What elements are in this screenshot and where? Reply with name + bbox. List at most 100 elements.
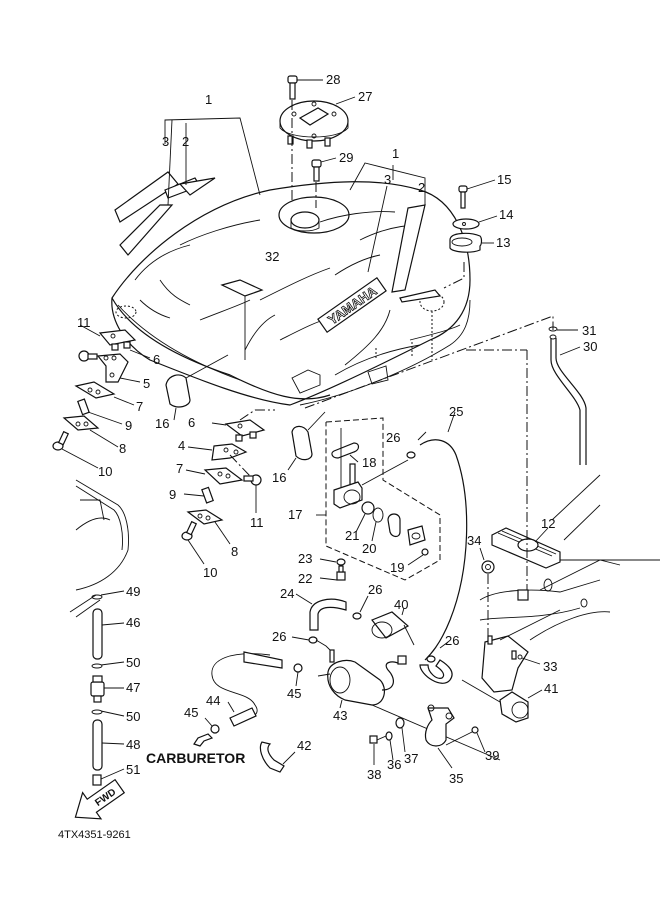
callout-21: 21 — [345, 528, 359, 543]
callout-38: 38 — [367, 767, 381, 782]
callout-10: 10 — [203, 565, 217, 580]
callout-2: 2 — [182, 134, 189, 149]
callout-6: 6 — [188, 415, 195, 430]
callout-8: 8 — [119, 441, 126, 456]
callout-31: 31 — [582, 323, 596, 338]
callout-22: 22 — [298, 571, 312, 586]
frame-left — [69, 479, 129, 618]
fuel-hose-44 — [193, 651, 283, 747]
fuel-filter-40 — [371, 607, 415, 646]
callout-50: 50 — [126, 709, 140, 724]
callout-46: 46 — [126, 615, 140, 630]
callout-27: 27 — [358, 89, 372, 104]
callout-15: 15 — [497, 172, 511, 187]
callout-16: 16 — [272, 470, 286, 485]
callout-10: 10 — [98, 464, 112, 479]
callout-26: 26 — [272, 629, 286, 644]
damper-16-right — [287, 411, 326, 471]
callout-17: 17 — [288, 507, 302, 522]
callout-39: 39 — [485, 748, 499, 763]
fuel-hose-24 — [295, 593, 347, 631]
bracket-stack-left — [52, 324, 151, 469]
callout-8: 8 — [231, 544, 238, 559]
callout-48: 48 — [126, 737, 140, 752]
callout-36: 36 — [387, 757, 401, 772]
callout-6: 6 — [153, 352, 160, 367]
frame-right — [479, 474, 660, 641]
callout-29: 29 — [339, 150, 353, 165]
callout-9: 9 — [169, 487, 176, 502]
callout-26: 26 — [386, 430, 400, 445]
vent-hose-30 — [304, 315, 587, 465]
callout-1: 1 — [392, 146, 399, 161]
bolt-38 — [369, 735, 378, 744]
callout-23: 23 — [298, 551, 312, 566]
hose-stack-left — [90, 590, 125, 786]
callout-20: 20 — [362, 541, 376, 556]
callout-41: 41 — [544, 681, 558, 696]
callout-3: 3 — [162, 134, 169, 149]
callout-labels: 1 2 3 1 3 2 28 27 29 15 14 13 32 31 30 1… — [58, 72, 597, 841]
fuel-hose-26-loop — [419, 641, 453, 684]
side-stripe-decals-right — [349, 162, 442, 303]
yamaha-decal: YAMAHA — [317, 276, 387, 334]
callout-26: 26 — [368, 582, 382, 597]
carburetor-arrow-icon — [193, 733, 214, 747]
callout-12: 12 — [541, 516, 555, 531]
callout-24: 24 — [280, 586, 294, 601]
cap-41 — [461, 679, 543, 723]
bracket-stack-center — [181, 409, 275, 565]
callout-37: 37 — [404, 751, 418, 766]
callout-44: 44 — [206, 693, 220, 708]
carburetor-label: CARBURETOR — [146, 750, 245, 766]
callout-40: 40 — [394, 597, 408, 612]
fuel-pump-43 — [315, 639, 501, 761]
callout-25: 25 — [449, 404, 463, 419]
side-stripe-decals-left — [114, 117, 261, 256]
callout-34: 34 — [467, 533, 481, 548]
fuel-cap-27 — [279, 96, 356, 149]
callout-47: 47 — [126, 680, 140, 695]
yamaha-decal-text: YAMAHA — [325, 283, 380, 328]
nut-37 — [395, 717, 405, 729]
clamp-26-a — [352, 612, 362, 620]
spacer-36 — [385, 731, 393, 741]
damper-16-left — [165, 354, 229, 421]
catalog-code: 4TX4351-9261 — [58, 829, 131, 841]
callout-7: 7 — [176, 461, 183, 476]
callout-5: 5 — [143, 376, 150, 391]
callout-13: 13 — [496, 235, 510, 250]
callout-32: 32 — [265, 249, 279, 264]
decal-32 — [220, 279, 264, 297]
callout-33: 33 — [543, 659, 557, 674]
callout-45: 45 — [287, 686, 301, 701]
callout-49: 49 — [126, 584, 140, 599]
clamp-45-a — [293, 663, 303, 673]
callout-9: 9 — [125, 418, 132, 433]
callout-18: 18 — [362, 455, 376, 470]
mount-parts-13-14-15 — [443, 179, 498, 289]
pump-bracket-35 — [424, 704, 477, 769]
callout-14: 14 — [499, 207, 513, 222]
nut-34 — [479, 547, 495, 640]
callout-50: 50 — [126, 655, 140, 670]
clamp-42 — [259, 741, 296, 773]
bolt-28 — [287, 75, 323, 200]
callout-30: 30 — [583, 339, 597, 354]
callout-16: 16 — [155, 416, 169, 431]
callout-11: 11 — [77, 315, 91, 330]
callout-3: 3 — [384, 172, 391, 187]
screw-39 — [471, 726, 479, 734]
seat-cushion-12 — [466, 349, 561, 601]
callout-26: 26 — [445, 633, 459, 648]
callout-4: 4 — [178, 438, 185, 453]
fuel-hose-25 — [417, 411, 468, 661]
callout-11: 11 — [250, 515, 264, 530]
bolt-29 — [311, 157, 337, 208]
callout-35: 35 — [449, 771, 463, 786]
callout-43: 43 — [333, 708, 347, 723]
callout-51: 51 — [126, 762, 140, 777]
callout-1: 1 — [205, 92, 212, 107]
callout-28: 28 — [326, 72, 340, 87]
